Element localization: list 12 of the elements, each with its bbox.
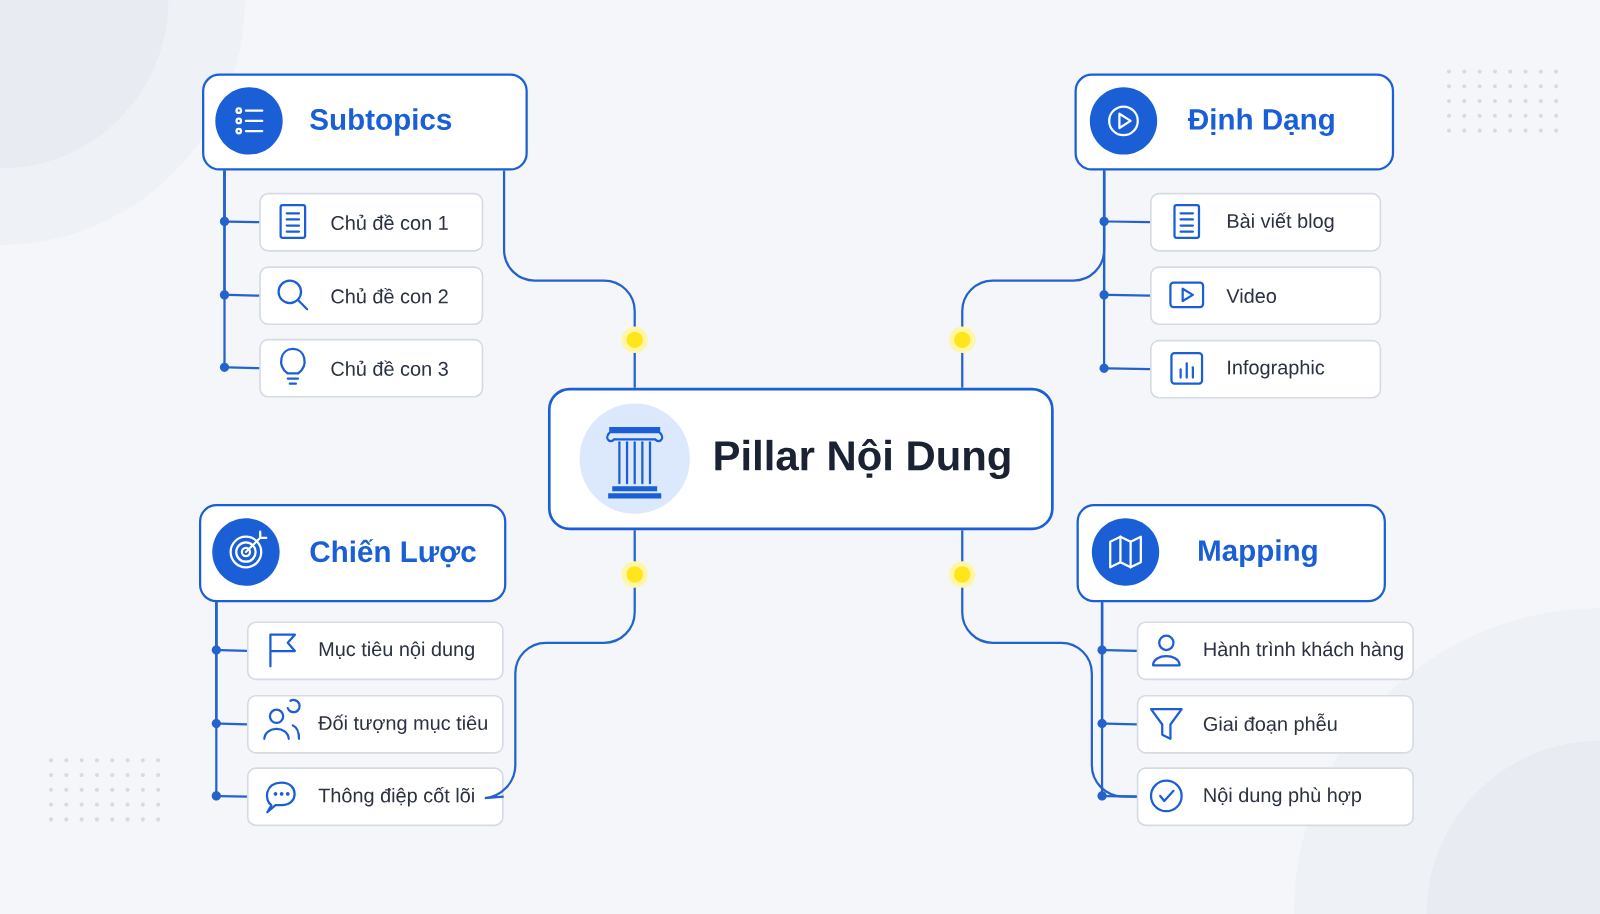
topic-box: Giai đoạn phễu <box>1136 694 1414 754</box>
topic-box: Đối tượng mục tiêu <box>246 694 504 754</box>
topic-box: Infographic <box>1150 339 1382 399</box>
topic-box: Chủ đề con 1 <box>259 192 484 252</box>
topic-box: Hành trình khách hàng <box>1136 621 1414 681</box>
topic-box: Mục tiêu nội dung <box>246 621 504 681</box>
topic-box: Video <box>1150 266 1382 325</box>
topic-box: Chủ đề con 3 <box>259 338 484 398</box>
topic-box: Chủ đề con 2 <box>259 266 484 325</box>
topic-box: Bài viết blog <box>1150 192 1382 252</box>
topic-box: Thông điệp cốt lõi <box>246 767 504 826</box>
topic-box: Nội dung phù hợp <box>1136 767 1414 826</box>
